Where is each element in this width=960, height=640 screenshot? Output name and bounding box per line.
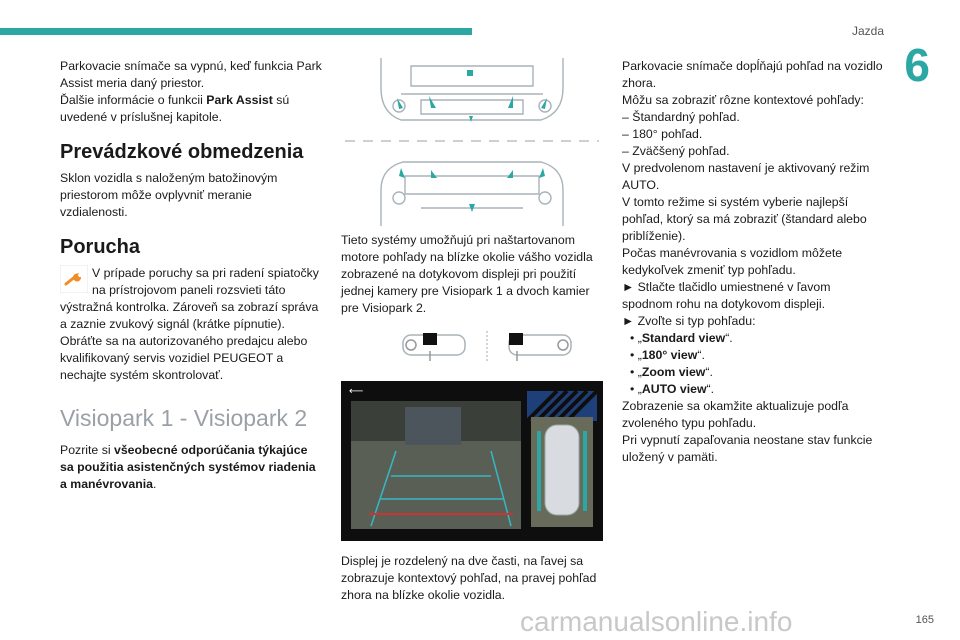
column-middle: Tieto systémy umožňujú pri naštartovanom… <box>341 58 603 604</box>
heading-limits: Prevádzkové obmedzenia <box>60 141 304 163</box>
paragraph: Sklon vozidla s naloženým batožinovým pr… <box>60 171 278 219</box>
paragraph: V prípade poruchy sa pri radení spiatočk… <box>60 266 319 331</box>
svg-text:⟵: ⟵ <box>349 386 363 397</box>
paragraph: Ďalšie informácie o funkcii Park Assist … <box>60 93 290 124</box>
chapter-number: 6 <box>904 39 930 91</box>
watermark: carmanualsonline.info <box>520 606 793 637</box>
paragraph: V predvolenom nastavení je aktivovaný re… <box>622 161 870 192</box>
paragraph: Displej je rozdelený na dve časti, na ľa… <box>341 554 597 602</box>
paragraph: Parkovacie snímače sa vypnú, keď funkcia… <box>60 59 322 90</box>
view-option: • „Zoom view“. <box>630 365 713 379</box>
list-item: – Zväčšený pohľad. <box>622 144 730 158</box>
view-option: • „180° view“. <box>630 348 705 362</box>
section-title: Jazda <box>851 24 884 38</box>
paragraph: Zobrazenie sa okamžite aktualizuje podľa… <box>622 399 849 430</box>
paragraph: Parkovacie snímače dopĺňajú pohľad na vo… <box>622 59 883 90</box>
paragraph: Pozrite si všeobecné odporúčania týkajúc… <box>60 443 316 491</box>
column-right: Parkovacie snímače dopĺňajú pohľad na vo… <box>622 58 884 466</box>
sensor-diagram <box>345 58 599 226</box>
fault-block: V prípade poruchy sa pri radení spiatočk… <box>60 265 322 333</box>
heading-visiopark: Visiopark 1 - Visiopark 2 <box>60 405 308 431</box>
header-accent-bar <box>0 28 472 35</box>
view-option: • „AUTO view“. <box>630 382 715 396</box>
paragraph: Tieto systémy umožňujú pri naštartovanom… <box>341 233 593 315</box>
paragraph: ► Zvoľte si typ pohľadu: <box>622 314 756 328</box>
page-number: 165 <box>915 614 934 626</box>
visiopark-icons <box>402 331 572 363</box>
paragraph: Obráťte sa na autorizovaného predajcu al… <box>60 334 308 382</box>
touchscreen-display: ⟵ <box>341 381 603 541</box>
view-option: • „Standard view“. <box>630 331 733 345</box>
paragraph: Počas manévrovania s vozidlom môžete ked… <box>622 246 843 277</box>
paragraph: ► Stlačte tlačidlo umiestnené v ľavom sp… <box>622 280 831 311</box>
heading-fault: Porucha <box>60 236 141 258</box>
list-item: – 180° pohľad. <box>622 127 703 141</box>
wrench-warning-icon <box>60 265 88 293</box>
paragraph: Pri vypnutí zapaľovania neostane stav fu… <box>622 433 873 464</box>
list-item: – Štandardný pohľad. <box>622 110 740 124</box>
paragraph: V tomto režime si systém vyberie najlepš… <box>622 195 867 243</box>
column-left: Parkovacie snímače sa vypnú, keď funkcia… <box>60 58 322 493</box>
paragraph: Môžu sa zobraziť rôzne kontextové pohľad… <box>622 93 864 107</box>
